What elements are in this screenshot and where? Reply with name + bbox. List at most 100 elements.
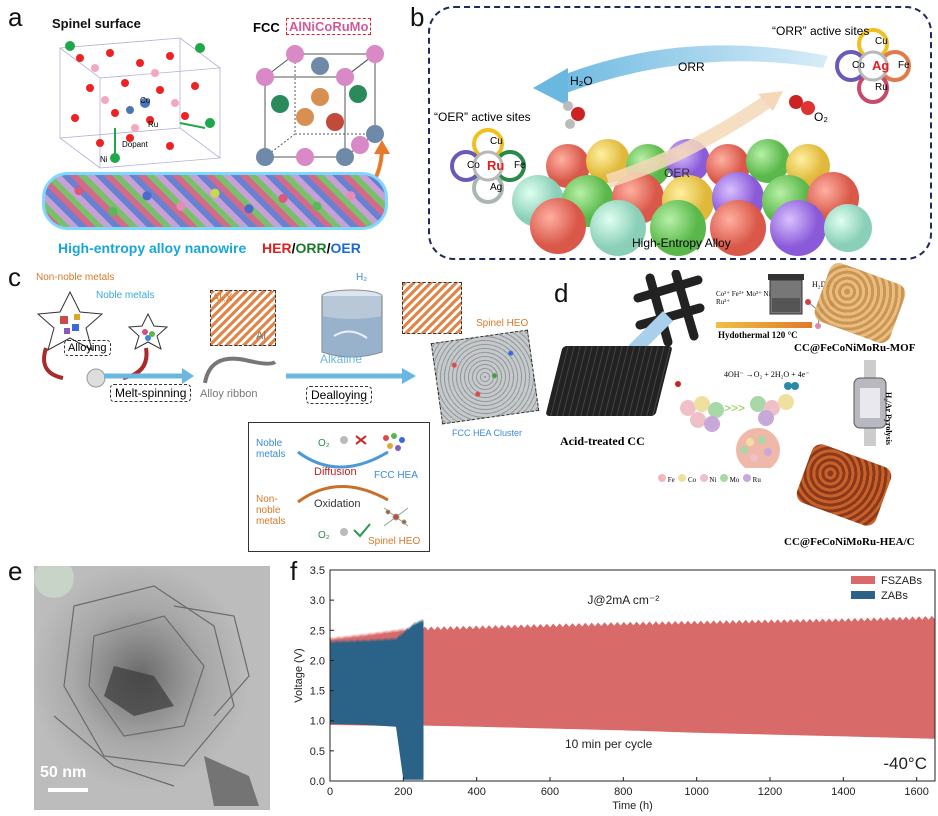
metals-stars-illustration [36, 290, 169, 352]
x-tick-label: 1400 [831, 786, 855, 798]
y-tick-label: 3.5 [310, 565, 325, 577]
spinel-heo-label: Spinel HEO [476, 318, 529, 329]
x-tick-label: 800 [614, 786, 632, 798]
oer-label: OER [330, 240, 361, 256]
mechanism-inset [248, 422, 430, 552]
plot-frame [329, 569, 936, 782]
temperature-annotation: -40°C [883, 754, 927, 773]
nanowire-label: High-entropy alloy nanowire [58, 240, 247, 256]
y-tick-label: 1.5 [310, 686, 325, 698]
h2-label: H₂ [356, 272, 368, 283]
h2o-label: H₂O [570, 74, 593, 88]
tem-flakes [34, 566, 259, 806]
process-arrow-2 [286, 368, 416, 384]
noble-label: Noble metals [96, 290, 155, 301]
pyrolysis-label: H₂/Ar Pyrolysis [884, 392, 893, 445]
oer-center-ru: Ru [487, 158, 505, 173]
panel-a-label: a [8, 2, 23, 32]
cycle-annotation: 10 min per cycle [565, 737, 653, 751]
fcc-elements: AlNiCoRuMo [286, 18, 372, 35]
atom-label-co: Co [140, 96, 151, 105]
svg-text:>>>: >>> [724, 401, 745, 415]
element-legend: Fe Co Ni Mo Ru [658, 474, 761, 484]
y-tick-label: 1.0 [310, 716, 325, 728]
atom-label-dopant: Dopant [122, 140, 148, 149]
oer-ring-cu: Cu [490, 136, 503, 147]
reaction-labels: HER/ORR/OER [262, 240, 361, 256]
spinel-structure-illustration [58, 37, 222, 169]
panel-d-label: d [554, 278, 569, 308]
y-tick-label: 2.5 [310, 625, 325, 637]
x-tick-label: 1200 [758, 786, 782, 798]
legend-label-zabs: ZABs [881, 590, 908, 602]
tube-furnace [853, 360, 887, 446]
alx-label: AlₓX [212, 292, 233, 304]
legend-ru: Ru [742, 474, 761, 484]
her-label: HER [262, 240, 292, 256]
current-density-annotation: J@2mA cm⁻² [587, 593, 659, 607]
alloy-ribbon-illustration [203, 356, 277, 384]
heo-cluster-illustration [430, 329, 540, 425]
panel-f-label: f [290, 556, 298, 586]
orr-ring-ru: Ru [875, 82, 888, 93]
zabs-band [330, 618, 424, 780]
legend-fe: Fe [658, 474, 675, 484]
reaction-equation: 4OH⁻ →O₂ + 2H₂O + 4e⁻ [724, 370, 810, 379]
panel-e-label: e [8, 556, 23, 586]
metal-ions: Co²⁺ Fe³⁺ Mo³⁺ Ni²⁺ Ru³⁺ [716, 290, 777, 306]
x-axis-label: Time (h) [612, 800, 653, 812]
fszabs-band [421, 615, 935, 739]
process-arrow-1 [104, 368, 194, 384]
hea-surface-illustration [450, 28, 911, 256]
panel-d: d Co²⁺ Fe³⁺ Mo³⁺ Ni²⁺ Ru³⁺ H₂DOT Hydothe… [540, 260, 938, 554]
mof-structure [811, 260, 909, 346]
legend-co: Co [678, 474, 696, 484]
oer-ring-ag: Ag [490, 182, 503, 193]
non-noble-label: Non-noble metals [36, 272, 115, 283]
y-tick-label: 0.0 [310, 776, 325, 788]
ribbon-label: Alloy ribbon [200, 388, 258, 400]
autoclave-illustration [768, 274, 804, 315]
heo-zoom-box [402, 282, 462, 334]
inset-o2-top: O₂ [318, 438, 330, 449]
fcc-title: FCC [253, 20, 280, 35]
inset-non-noble-metals: Non-noble metals [256, 494, 286, 527]
hydrothermal-label: Hydothermal 120 °C [718, 330, 798, 340]
alkaline-label: Alkaline [320, 352, 363, 366]
y-axis-label: Voltage (V) [293, 648, 305, 702]
inset-oxidation: Oxidation [314, 498, 361, 510]
panel-c-label: c [8, 262, 21, 292]
spinel-surface-title: Spinel surface [52, 16, 141, 31]
mof-label: CC@FeCoNiMoRu-MOF [794, 342, 916, 354]
inset-diffusion: Diffusion [314, 466, 357, 478]
fcc-unit-cell [256, 45, 384, 166]
orr-ring-fe: Fe [898, 60, 910, 71]
oer-arrow-label: OER [664, 166, 691, 180]
scale-bar-label: 50 nm [40, 764, 87, 781]
legend-swatch-zabs [851, 591, 875, 599]
legend-swatch-fszabs [851, 576, 875, 584]
x-tick-label: 400 [467, 786, 485, 798]
nanowire-illustration [42, 172, 388, 230]
al-label: Al [256, 330, 266, 342]
hea-label: CC@FeCoNiMoRu-HEA/C [784, 536, 915, 548]
orr-ring-cu: Cu [875, 36, 888, 47]
scale-bar [48, 788, 88, 792]
legend-label-fszabs: FSZABs [881, 575, 922, 587]
orr-ring-co: Co [852, 60, 865, 71]
nanoparticle-illustration: >>> [675, 381, 799, 468]
dealloying-label: Dealloying [306, 386, 373, 404]
beaker-illustration [321, 289, 383, 358]
hydrothermal-arrow [716, 322, 812, 328]
inset-o2-bottom: O₂ [318, 530, 330, 541]
alloying-label: Alloying [64, 340, 111, 356]
orr-arrow-label: ORR [678, 60, 705, 74]
melt-spinning-label: Melt-spinning [110, 384, 192, 402]
legend-ni: Ni [699, 474, 716, 484]
x-tick-label: 600 [541, 786, 559, 798]
atom-label-ru: Ru [148, 120, 159, 129]
oer-ring-co: Co [467, 160, 480, 171]
tem-image: 50 nm [34, 566, 270, 810]
x-tick-label: 1000 [684, 786, 708, 798]
